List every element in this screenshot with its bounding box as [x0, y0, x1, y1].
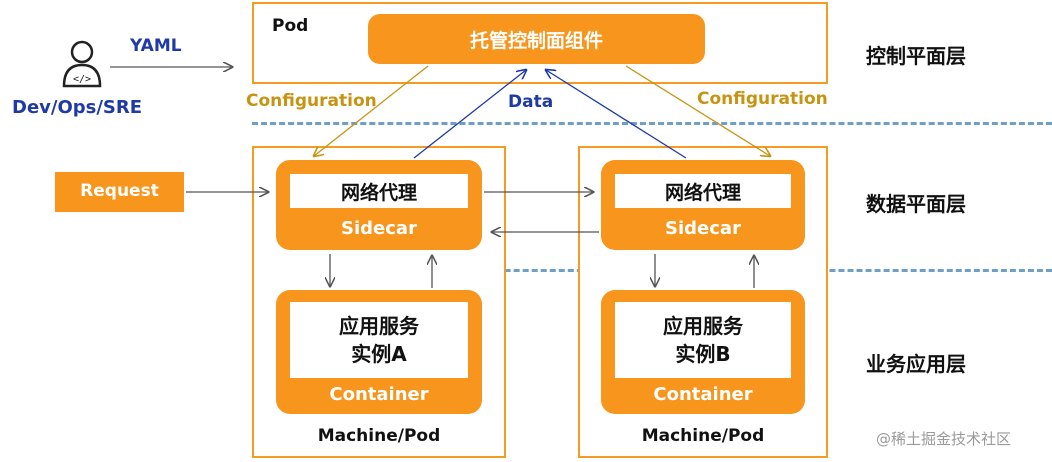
- service-line1-a: 应用服务: [339, 314, 419, 338]
- service-line2-b: 实例B: [675, 342, 731, 366]
- divider-control-data: [252, 122, 1052, 125]
- control-component-label: 托管控制面组件: [469, 30, 603, 52]
- container-box-a[interactable]: 应用服务 实例A Container: [276, 290, 482, 414]
- role-label: Dev/Ops/SRE: [12, 97, 143, 118]
- developer-icon: </>: [62, 40, 102, 88]
- container-label-b: Container: [653, 384, 753, 405]
- yaml-label: YAML: [130, 36, 182, 56]
- config-arrow-right: [625, 65, 770, 156]
- sidecar-label-b: Sidecar: [665, 218, 741, 239]
- data-label: Data: [508, 92, 554, 112]
- data-arrow-left: [413, 70, 526, 159]
- sidecar-box-b[interactable]: 网络代理 Sidecar: [601, 160, 805, 250]
- container-box-b[interactable]: 应用服务 实例B Container: [601, 290, 805, 414]
- sidecar-label-a: Sidecar: [341, 218, 417, 239]
- pod-title: Pod: [272, 16, 309, 36]
- control-component[interactable]: 托管控制面组件: [368, 14, 705, 64]
- proxy-label-b: 网络代理: [615, 174, 791, 208]
- config-label-left: Configuration: [246, 91, 377, 111]
- svg-text:</>: </>: [73, 74, 91, 85]
- container-label-a: Container: [329, 384, 429, 405]
- service-line2-a: 实例A: [351, 342, 407, 366]
- service-box-a: 应用服务 实例A: [290, 302, 468, 378]
- watermark: @稀土掘金技术社区: [876, 430, 1012, 448]
- machine-label-a: Machine/Pod: [317, 426, 441, 446]
- config-arrow-left: [314, 65, 429, 156]
- machine-label-b: Machine/Pod: [641, 426, 765, 446]
- layer-label-data: 数据平面层: [866, 192, 966, 216]
- data-arrow-right: [546, 70, 687, 159]
- service-line1-b: 应用服务: [663, 314, 743, 338]
- layer-label-control: 控制平面层: [866, 44, 966, 68]
- proxy-label-a: 网络代理: [290, 174, 468, 208]
- service-box-b: 应用服务 实例B: [615, 302, 791, 378]
- sidecar-box-a[interactable]: 网络代理 Sidecar: [276, 160, 482, 250]
- config-label-right: Configuration: [697, 89, 828, 109]
- request-box[interactable]: Request: [55, 172, 184, 212]
- layer-label-business: 业务应用层: [866, 352, 966, 376]
- request-label: Request: [80, 181, 159, 201]
